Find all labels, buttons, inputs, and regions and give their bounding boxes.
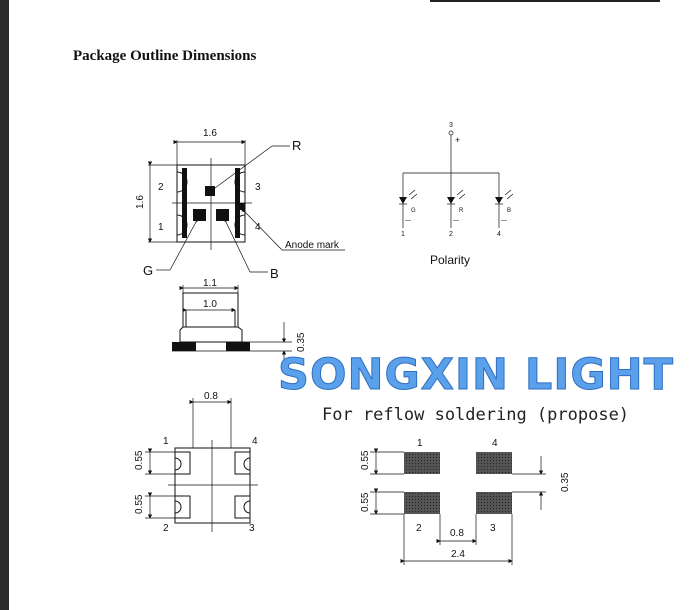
polarity-led-r: R — [459, 208, 464, 214]
top-view-pin-4: 4 — [255, 222, 261, 233]
side-view-dim-thickness: 0.35 — [296, 332, 307, 352]
polarity-pin-1: 1 — [401, 231, 405, 238]
polarity-pin-4: 4 — [497, 231, 501, 238]
anode-notch — [240, 203, 245, 210]
top-rule-divider — [430, 0, 660, 2]
side-view-dim-top: 1.1 — [203, 278, 217, 289]
polarity-minus-g: — — [405, 218, 411, 224]
polarity-plus: + — [455, 135, 460, 145]
side-view-dim-inner: 1.0 — [203, 299, 217, 310]
led-r-symbol: R — 2 — [447, 173, 466, 238]
bottom-view-pin-2: 2 — [163, 523, 169, 534]
brand-watermark: SONGXIN LIGHT — [278, 350, 674, 401]
bottom-view-pin-3: 3 — [249, 523, 255, 534]
page-title: Package Outline Dimensions — [73, 48, 257, 64]
polarity-led-g: G — [411, 208, 416, 214]
polarity-pin-3: 3 — [449, 122, 453, 129]
side-view-left-pad — [172, 342, 196, 351]
bottom-view-pin-1: 1 — [163, 436, 169, 447]
reflow-pad-1 — [404, 452, 440, 474]
polarity-caption: Polarity — [430, 253, 470, 267]
reflow-pin-1: 1 — [417, 438, 423, 449]
top-view-pin-3: 3 — [255, 182, 261, 193]
reflow-pin-3: 3 — [490, 523, 496, 534]
polarity-minus-b: — — [501, 218, 507, 224]
reflow-pad-3 — [476, 492, 512, 514]
bottom-view-dim-pad-bottom: 0.55 — [134, 494, 145, 514]
top-view-pin-2: 2 — [158, 182, 164, 193]
reflow-pin-4: 4 — [492, 438, 498, 449]
anode-mark-label: Anode mark — [285, 240, 340, 251]
reflow-dim-total: 2.4 — [451, 549, 465, 560]
led-g-symbol: G — 1 — [399, 173, 418, 238]
blue-chip — [216, 209, 229, 221]
label-g: G — [143, 263, 153, 278]
led-b-symbol: B — 4 — [495, 173, 514, 238]
top-view-height-dim: 1.6 — [135, 195, 146, 209]
reflow-pad-layout: 1 4 0.55 0.55 0.35 2 3 0.8 2.4 — [360, 438, 571, 565]
top-view-width-dim: 1.6 — [203, 128, 217, 139]
side-view-right-pad — [226, 342, 250, 351]
bottom-view-dim-pad-top: 0.55 — [134, 450, 145, 470]
reflow-note: For reflow soldering (propose) — [322, 405, 630, 425]
reflow-pad-2 — [404, 492, 440, 514]
polarity-led-b: B — [507, 208, 511, 214]
green-chip — [193, 209, 206, 221]
bottom-view: 0.8 0.55 0.55 1 4 2 3 — [134, 391, 258, 534]
top-view: 1.6 1.6 R G B Anode mark 2 1 3 4 — [135, 128, 345, 281]
red-chip — [205, 186, 215, 196]
top-view-pin-1: 1 — [158, 222, 164, 233]
window-left-edge — [0, 0, 9, 610]
side-view: 1.1 1.0 0.35 — [172, 278, 307, 368]
reflow-dim-gap-v: 0.35 — [560, 472, 571, 492]
polarity-pin-2: 2 — [449, 231, 453, 238]
label-b: B — [270, 266, 279, 281]
reflow-pad-4 — [476, 452, 512, 474]
reflow-dim-pad-bottom: 0.55 — [360, 492, 371, 512]
reflow-dim-pad-top: 0.55 — [360, 450, 371, 470]
reflow-dim-gap-h: 0.8 — [450, 528, 464, 539]
bottom-view-dim-gap: 0.8 — [204, 391, 218, 402]
polarity-schematic: 3 + G — 1 R — 2 B — 4 Polarity — [399, 122, 514, 267]
bottom-view-body — [174, 447, 251, 524]
reflow-pin-2: 2 — [416, 523, 422, 534]
polarity-minus-r: — — [453, 218, 459, 224]
label-r: R — [292, 138, 301, 153]
bottom-view-pin-4: 4 — [252, 436, 258, 447]
